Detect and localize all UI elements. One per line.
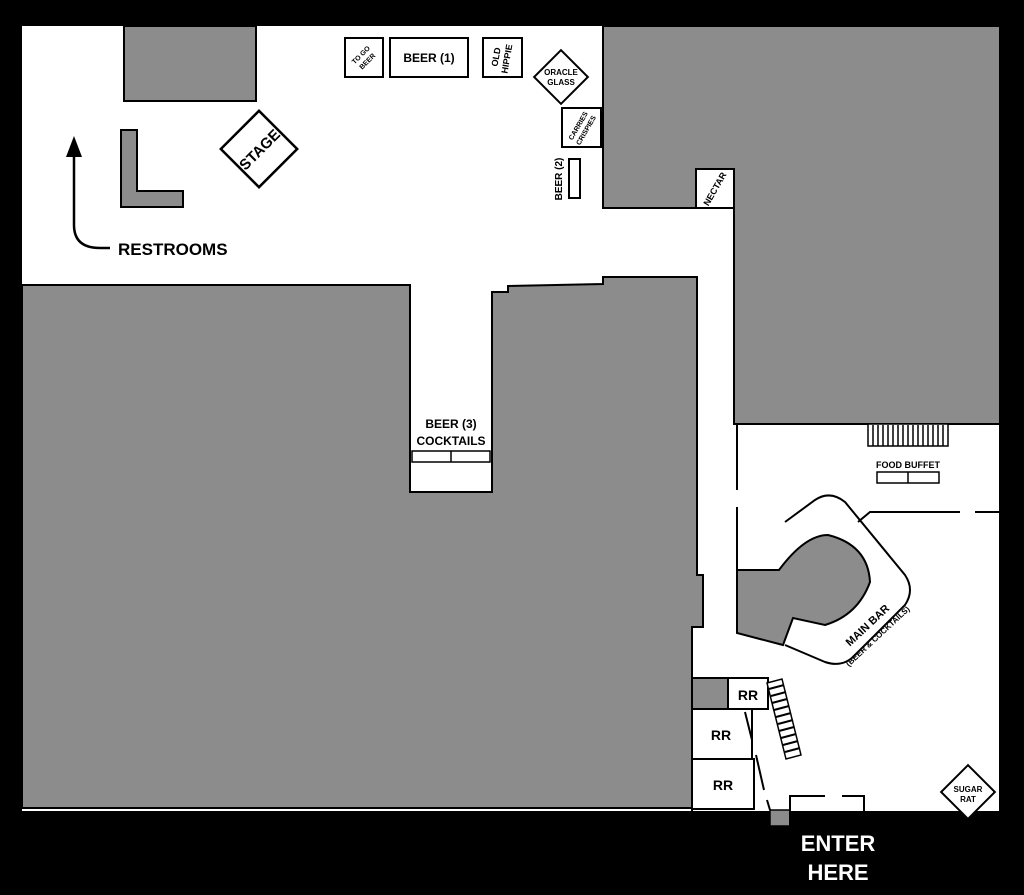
oracle-glass-label-line1: ORACLE bbox=[544, 68, 578, 77]
nectar-booth bbox=[695, 168, 735, 209]
main-bar-counter-outline bbox=[784, 494, 911, 665]
old-hippie-booth bbox=[482, 37, 523, 78]
beer-1-booth bbox=[389, 37, 469, 78]
blocked-area-top-right bbox=[602, 25, 1001, 425]
oracle-glass-label-line2: GLASS bbox=[547, 78, 575, 87]
oracle-glass-booth bbox=[532, 48, 590, 106]
carries-crispies-booth bbox=[561, 107, 602, 148]
restrooms-label: RESTROOMS bbox=[118, 240, 228, 259]
blocked-area-left-main bbox=[21, 276, 704, 809]
stage bbox=[219, 109, 299, 189]
beer-2-counter bbox=[568, 158, 581, 199]
restroom-1 bbox=[727, 677, 769, 710]
restroom-direction-arrow-line bbox=[72, 150, 110, 250]
entry-doorway bbox=[789, 795, 865, 826]
blocked-area-top-left bbox=[123, 25, 257, 102]
old-hippie-label-line1: OLD bbox=[490, 46, 503, 67]
enter-label-line1: ENTER bbox=[801, 831, 876, 856]
sugar-rat-booth bbox=[939, 763, 997, 821]
food-buffet-grille-lines bbox=[872, 425, 944, 446]
restroom-3 bbox=[691, 758, 755, 810]
blocked-area-main-bar-inner bbox=[736, 533, 872, 647]
blocked-area-entry-post bbox=[769, 809, 791, 827]
restroom-l-block bbox=[120, 129, 184, 208]
restroom-3-label: RR bbox=[713, 777, 733, 793]
beer-2-label: BEER (2) bbox=[554, 158, 565, 201]
stairs bbox=[766, 678, 802, 760]
sugar-rat-label-line1: SUGAR bbox=[954, 785, 983, 794]
restroom-1-label: RR bbox=[738, 687, 758, 703]
stairs-treads bbox=[768, 684, 801, 753]
arrow-up-icon bbox=[66, 136, 82, 157]
blocked-area-restroom-block bbox=[691, 677, 729, 710]
sugar-rat-label-line2: RAT bbox=[960, 795, 976, 804]
entry-dashed-wall bbox=[744, 711, 771, 811]
to-go-beer-booth bbox=[344, 37, 384, 78]
enter-label-line2: HERE bbox=[807, 860, 868, 885]
main-bar-back-wall bbox=[857, 511, 1000, 523]
food-buffet-label: FOOD BUFFET bbox=[876, 460, 940, 470]
beer-3-label: BEER (3) bbox=[425, 417, 476, 431]
restroom-2-label: RR bbox=[711, 727, 731, 743]
cocktails-label: COCKTAILS bbox=[416, 434, 485, 448]
beer-1-label: BEER (1) bbox=[403, 51, 454, 65]
